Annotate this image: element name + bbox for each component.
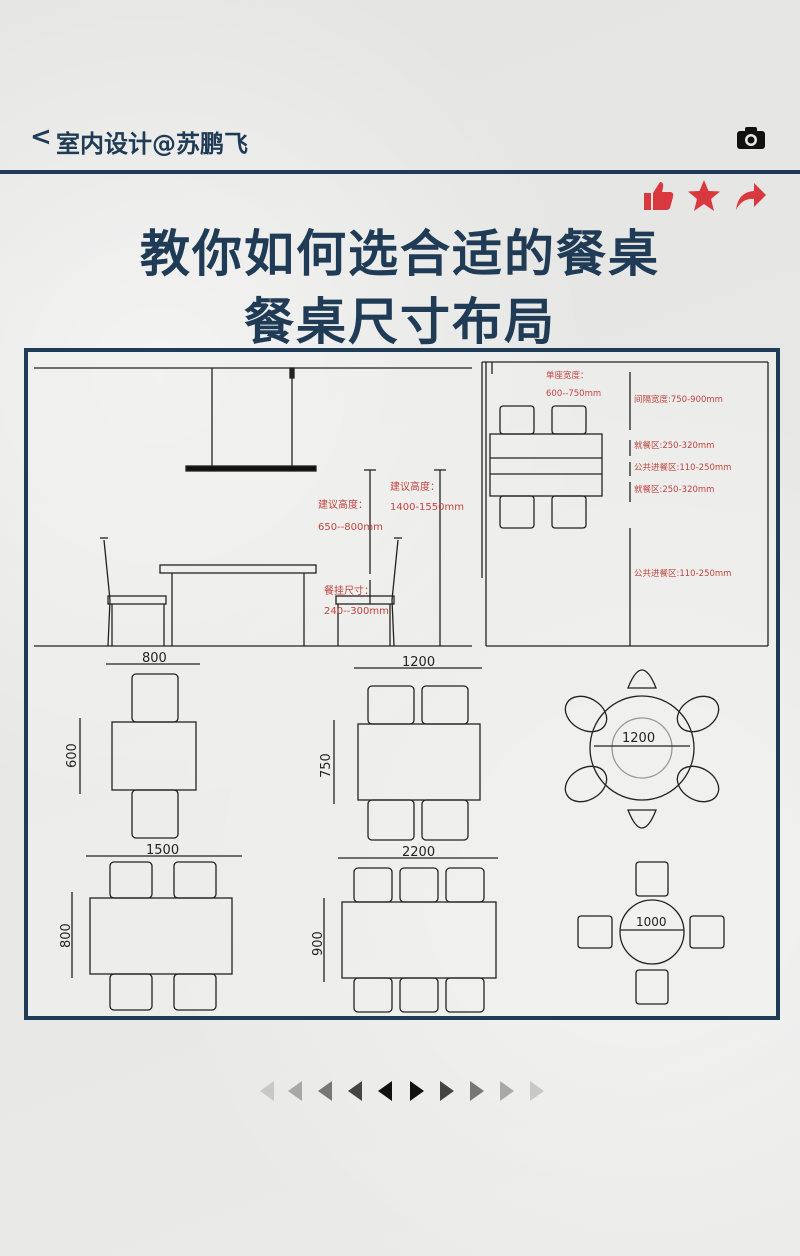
pendant-lamp xyxy=(185,465,317,472)
t1-width: 800 xyxy=(142,651,167,666)
pager-arrow-right-icon[interactable] xyxy=(496,1078,518,1104)
action-icons xyxy=(640,178,780,218)
pager xyxy=(0,1078,800,1108)
pager-arrow-left-icon[interactable] xyxy=(284,1078,306,1104)
table-1200x750 xyxy=(333,667,482,841)
pager-arrow-left-icon[interactable] xyxy=(344,1078,366,1104)
pager-arrow-right-icon[interactable] xyxy=(436,1078,458,1104)
round-table-1000 xyxy=(577,861,725,1005)
pager-arrow-left-icon[interactable] xyxy=(374,1078,396,1104)
author-name: 室内设计@苏鹏飞 xyxy=(56,130,248,158)
pager-arrow-right-icon[interactable] xyxy=(466,1078,488,1104)
back-button[interactable]: < xyxy=(30,122,52,152)
camera-icon[interactable] xyxy=(736,126,766,150)
spacing-label: 间隔宽度:750-900mm xyxy=(634,394,723,405)
rec-height-value: 650--800mm xyxy=(318,522,383,533)
t2-width: 1200 xyxy=(402,655,435,670)
elevation-chair-left xyxy=(103,539,111,647)
gap-value: 240--300mm xyxy=(324,606,389,617)
diagram-canvas: 建议高度： 650--800mm 建议高度： 1400-1550mm 餐挂尺寸：… xyxy=(34,361,769,1013)
gap-label: 餐挂尺寸： xyxy=(324,584,374,597)
t3-width: 1500 xyxy=(146,843,179,858)
pager-arrow-right-icon[interactable] xyxy=(406,1078,428,1104)
title-line-1: 教你如何选合适的餐桌 xyxy=(140,225,660,283)
dining-zone-1: 就餐区:250-320mm xyxy=(634,440,714,451)
plan-table xyxy=(489,433,603,497)
t4-width: 2200 xyxy=(402,845,435,860)
elevation-table-top xyxy=(159,564,317,574)
dining-table-diagram: 建议高度： 650--800mm 建议高度： 1400-1550mm 餐挂尺寸：… xyxy=(24,348,780,1020)
thumbs-up-icon[interactable] xyxy=(640,178,676,214)
rec-height2-value: 1400-1550mm xyxy=(390,502,464,513)
pager-arrow-left-icon[interactable] xyxy=(314,1078,336,1104)
title-line-2: 餐桌尺寸布局 xyxy=(244,293,556,351)
t1-depth: 600 xyxy=(65,743,80,768)
dining-zone-2: 就餐区:250-320mm xyxy=(634,484,714,495)
round-table-1200 xyxy=(564,669,720,829)
rec-height2-label: 建议高度： xyxy=(390,480,440,493)
round-small-size: 1000 xyxy=(636,915,667,929)
star-icon[interactable] xyxy=(686,178,722,214)
share-arrow-icon[interactable] xyxy=(732,178,768,214)
t2-depth: 750 xyxy=(319,753,334,778)
table-1500x800 xyxy=(71,855,242,1011)
top-header: < 室内设计@苏鹏飞 xyxy=(0,112,800,164)
rec-height-label: 建议高度： xyxy=(318,498,368,511)
table-800x600 xyxy=(79,663,200,839)
table-2200x900 xyxy=(323,857,498,1013)
shared-zone: 公共进餐区:110-250mm xyxy=(634,463,731,473)
t4-depth: 900 xyxy=(311,931,326,956)
pager-arrow-left-icon[interactable] xyxy=(256,1078,278,1104)
seat-width-label: 单座宽度： xyxy=(546,370,589,381)
pager-arrow-right-icon[interactable] xyxy=(526,1078,548,1104)
elevation-chair-right xyxy=(391,539,399,647)
header-divider xyxy=(0,170,800,174)
t3-depth: 800 xyxy=(59,923,74,948)
seat-width-value: 600--750mm xyxy=(546,389,601,399)
round-large-size: 1200 xyxy=(622,731,655,746)
public-walk-zone: 公共进餐区:110-250mm xyxy=(634,569,731,579)
plan-chair xyxy=(499,405,535,435)
